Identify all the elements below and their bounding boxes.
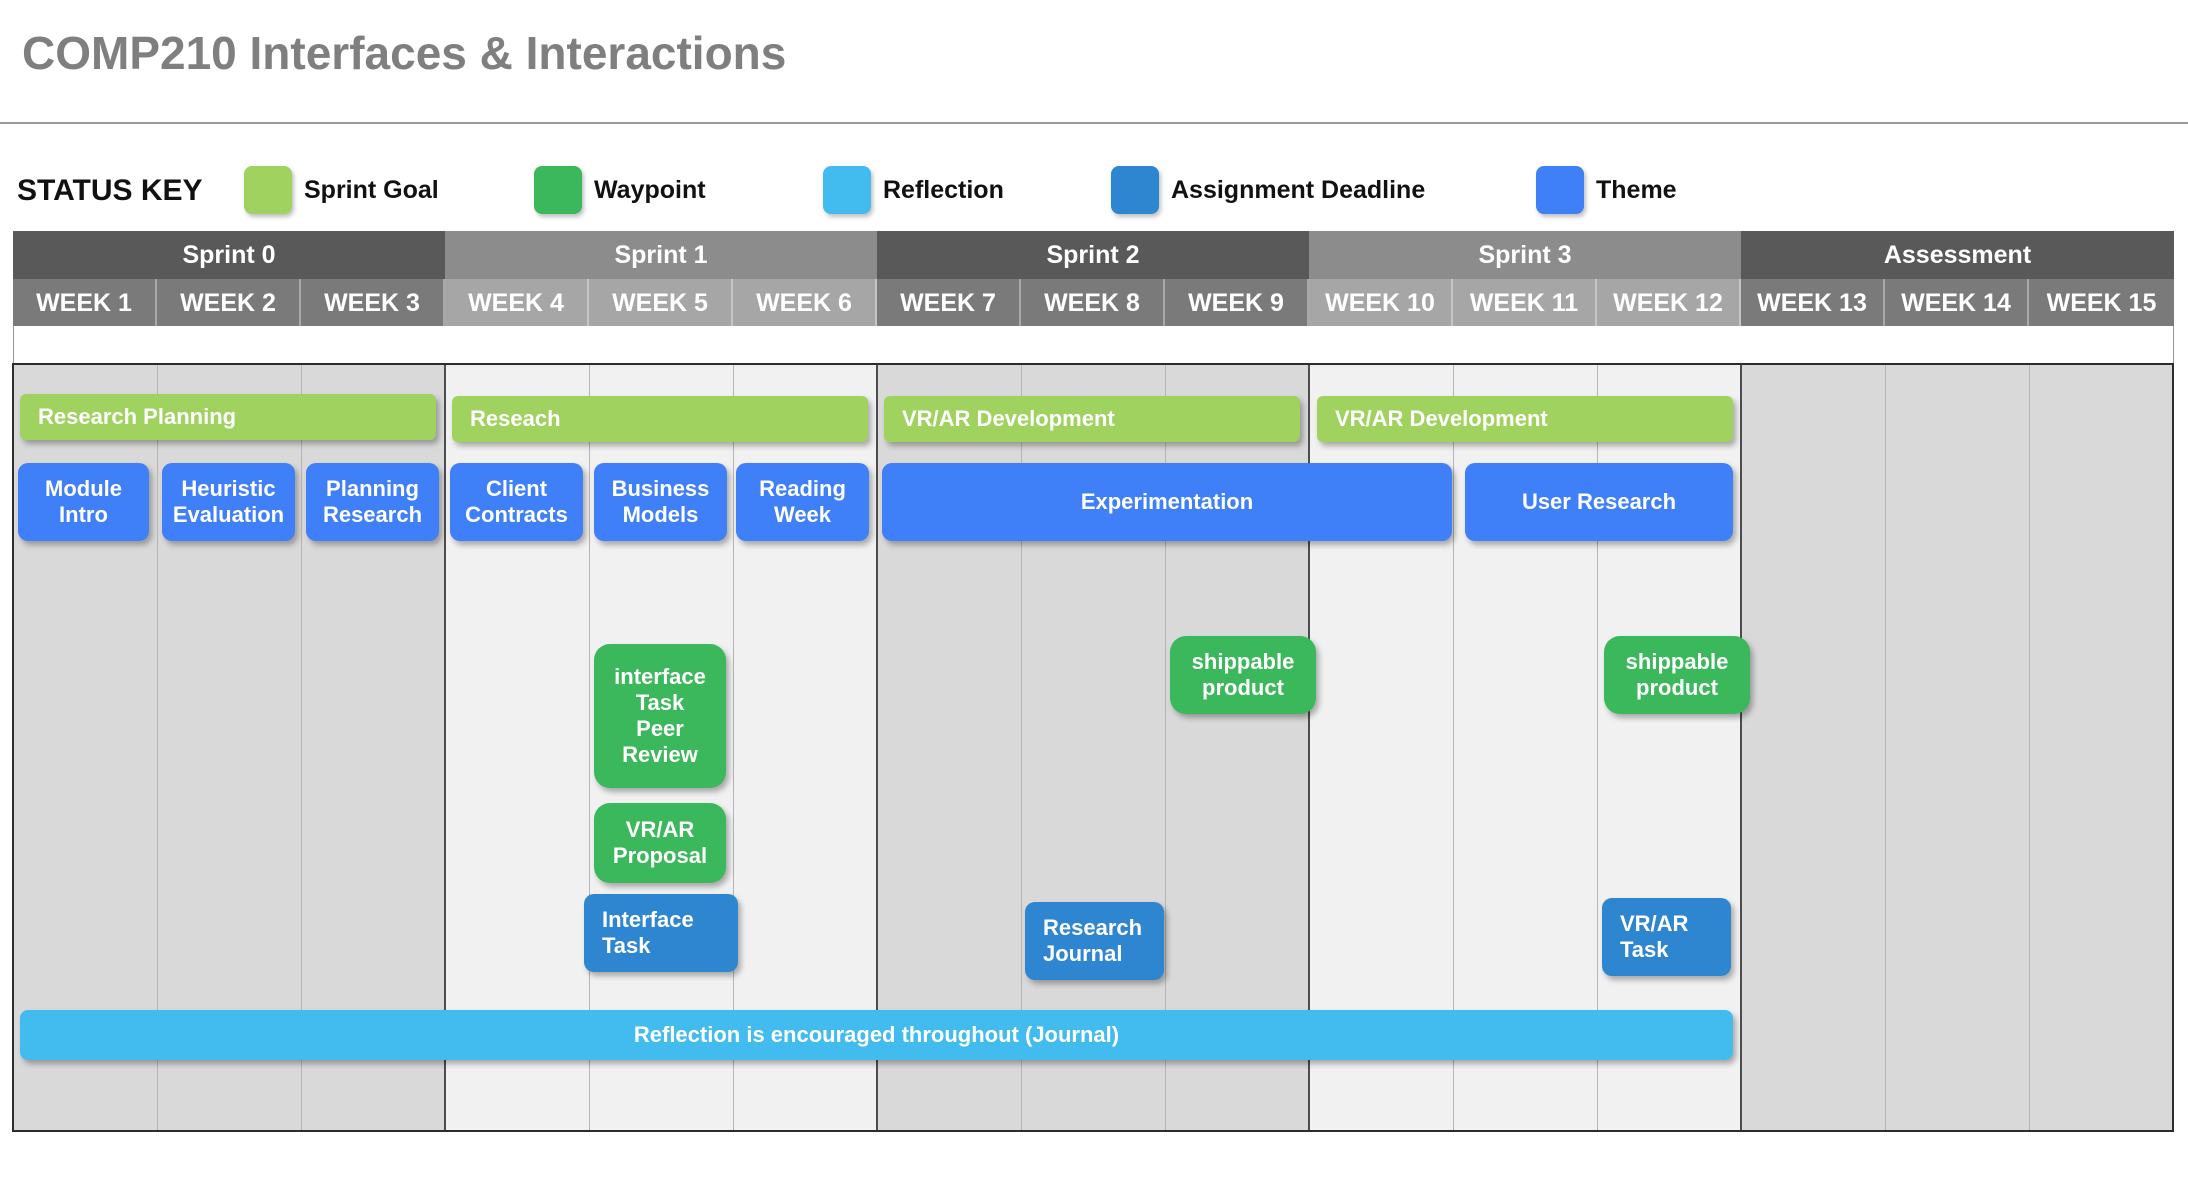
sprint-header-2: Sprint 2 [877,231,1309,279]
week-divider [733,364,734,1131]
week-divider [1885,364,1886,1131]
theme-swatch [1536,166,1584,214]
theme-block[interactable]: Business Models [594,463,727,541]
key-waypoint: Waypoint [534,164,706,216]
sprint-divider [876,364,878,1131]
key-assignment-deadline: Assignment Deadline [1111,164,1425,216]
sprint-goal-bar[interactable]: Reseach [452,396,868,442]
week-header: WEEK 5 [589,279,733,327]
page-title: COMP210 Interfaces & Interactions [22,27,787,79]
key-label: Reflection [883,175,1004,204]
week-header: WEEK 8 [1021,279,1165,327]
week-header: WEEK 11 [1453,279,1597,327]
sprint-divider [1740,364,1742,1131]
week-header: WEEK 1 [13,279,157,327]
theme-block[interactable]: Experimentation [882,463,1452,541]
sprint-goal-bar[interactable]: VR/AR Development [1317,396,1733,442]
week-divider [1597,364,1598,1131]
sprint-header-3: Sprint 3 [1309,231,1741,279]
week-divider [301,364,302,1131]
sprint-goal-bar[interactable]: Research Planning [20,394,436,440]
waypoint-block[interactable]: shippable product [1170,636,1316,714]
week-divider [157,364,158,1131]
title-divider [0,122,2188,124]
key-label: Waypoint [594,175,706,204]
week-header: WEEK 15 [2029,279,2174,327]
week-header: WEEK 6 [733,279,877,327]
week-header: WEEK 9 [1165,279,1309,327]
sprint-header-assessment: Assessment [1741,231,2174,279]
theme-block[interactable]: Heuristic Evaluation [162,463,295,541]
week-header: WEEK 3 [301,279,445,327]
waypoint-block[interactable]: VR/AR Proposal [594,803,726,883]
key-sprint-goal: Sprint Goal [244,164,439,216]
week-divider [1165,364,1166,1131]
week-header: WEEK 12 [1597,279,1741,327]
week-divider [1453,364,1454,1131]
waypoint-block[interactable]: shippable product [1604,636,1750,714]
assignment-deadline-block[interactable]: Research Journal [1025,902,1164,980]
key-reflection: Reflection [823,164,1004,216]
theme-block[interactable]: User Research [1465,463,1733,541]
sprint-divider [1308,364,1310,1131]
sprint-goal-swatch [244,166,292,214]
reflection-swatch [823,166,871,214]
sprint-header-0: Sprint 0 [13,231,445,279]
waypoint-swatch [534,166,582,214]
week-header: WEEK 14 [1885,279,2029,327]
status-key-label: STATUS KEY [17,174,203,207]
assignment-deadline-block[interactable]: VR/AR Task [1602,898,1731,976]
theme-block[interactable]: Planning Research [306,463,439,541]
timeline-frame [12,363,2174,1132]
week-divider [1021,364,1022,1131]
assignment-deadline-block[interactable]: Interface Task [584,894,738,972]
reflection-bar[interactable]: Reflection is encouraged throughout (Jou… [20,1010,1733,1060]
key-label: Theme [1596,175,1677,204]
week-header: WEEK 4 [445,279,589,327]
week-divider [2029,364,2030,1131]
sprint-divider [444,364,446,1131]
sprint-header-1: Sprint 1 [445,231,877,279]
theme-block[interactable]: Module Intro [18,463,149,541]
header-spacer-band [13,326,2174,363]
assessment-column [1741,364,2174,1131]
theme-block[interactable]: Reading Week [736,463,869,541]
week-header: WEEK 10 [1309,279,1453,327]
waypoint-block[interactable]: interface Task Peer Review [594,644,726,788]
key-label: Sprint Goal [304,175,439,204]
theme-block[interactable]: Client Contracts [450,463,583,541]
sprint-goal-bar[interactable]: VR/AR Development [884,396,1300,442]
key-theme: Theme [1536,164,1677,216]
assignment-deadline-swatch [1111,166,1159,214]
week-divider [589,364,590,1131]
week-header: WEEK 13 [1741,279,1885,327]
week-header: WEEK 7 [877,279,1021,327]
key-label: Assignment Deadline [1171,175,1426,204]
week-header: WEEK 2 [157,279,301,327]
